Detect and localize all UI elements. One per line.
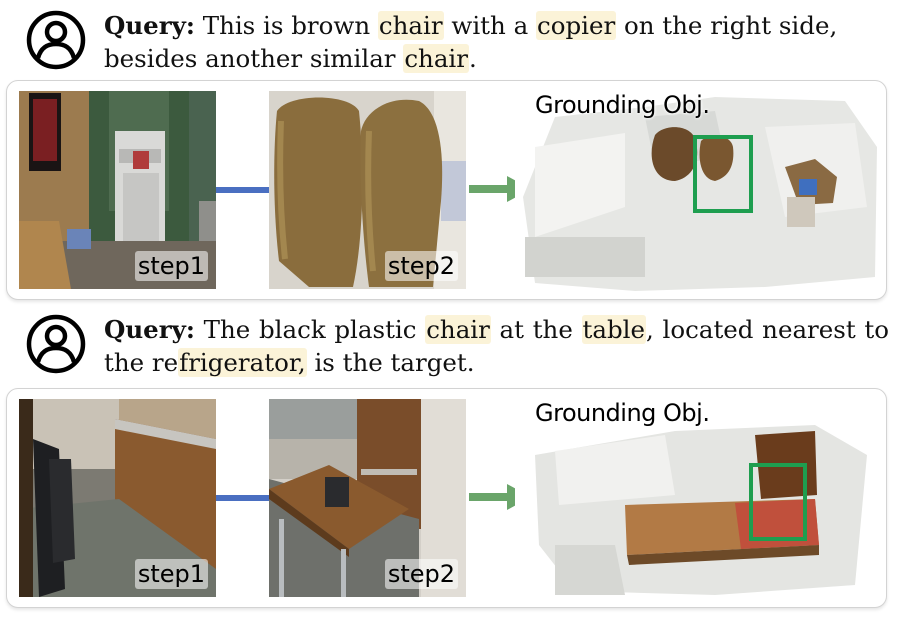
step2-frame: step2 [269, 399, 466, 597]
query-label: Query: [104, 315, 195, 344]
query-segment: at the [490, 315, 582, 344]
query-segment: . [468, 44, 477, 73]
query-keyword: copier [535, 11, 617, 40]
pipeline-panel: step1 step2 [6, 388, 887, 608]
point-cloud-render [515, 87, 883, 295]
example-2: Query: The black plastic chair at the ta… [0, 308, 897, 619]
query-segment: on the right side, besides another simil… [104, 11, 838, 73]
query-keyword: chair [403, 44, 469, 73]
query-keyword: chair [425, 315, 491, 344]
step2-frame: step2 [269, 91, 466, 289]
query-keyword: table [581, 315, 647, 344]
example-1: Query: This is brown chair with a copier… [0, 0, 897, 305]
query-text: Query: This is brown chair with a copier… [104, 9, 889, 75]
user-avatar-icon [26, 10, 86, 70]
query-keyword: chair [377, 11, 444, 40]
query-segment: The black plastic [194, 315, 426, 344]
query-body: This is brown chair with a copier on the… [104, 11, 837, 73]
grounding-title: Grounding Obj. [535, 399, 710, 427]
step1-label: step1 [134, 559, 208, 589]
point-cloud-render [515, 395, 883, 603]
query-segment: with a [443, 11, 536, 40]
pipeline-panel: step1 step2 [6, 80, 887, 300]
connector-line [216, 187, 269, 193]
grounding-view: Grounding Obj. [515, 395, 883, 603]
table-fridge-photo [269, 399, 466, 597]
step1-frame: step1 [19, 91, 216, 289]
query-body: The black plastic chair at the table, lo… [104, 315, 889, 377]
connector-line [216, 495, 269, 501]
query-label: Query: [104, 11, 195, 40]
kitchen-corridor-photo [19, 399, 216, 597]
query-segment: , located nearest to the re [104, 315, 889, 377]
query-keyword: frigerator, [178, 348, 307, 377]
query-segment: This is brown [194, 11, 378, 40]
user-avatar-icon [26, 314, 86, 374]
query-segment: is the target. [306, 348, 475, 377]
step2-label: step2 [384, 251, 458, 281]
grounding-title: Grounding Obj. [535, 91, 710, 119]
grounding-view: Grounding Obj. [515, 87, 883, 295]
query-text: Query: The black plastic chair at the ta… [104, 313, 889, 379]
step1-label: step1 [134, 251, 208, 281]
step2-label: step2 [384, 559, 458, 589]
step1-frame: step1 [19, 399, 216, 597]
